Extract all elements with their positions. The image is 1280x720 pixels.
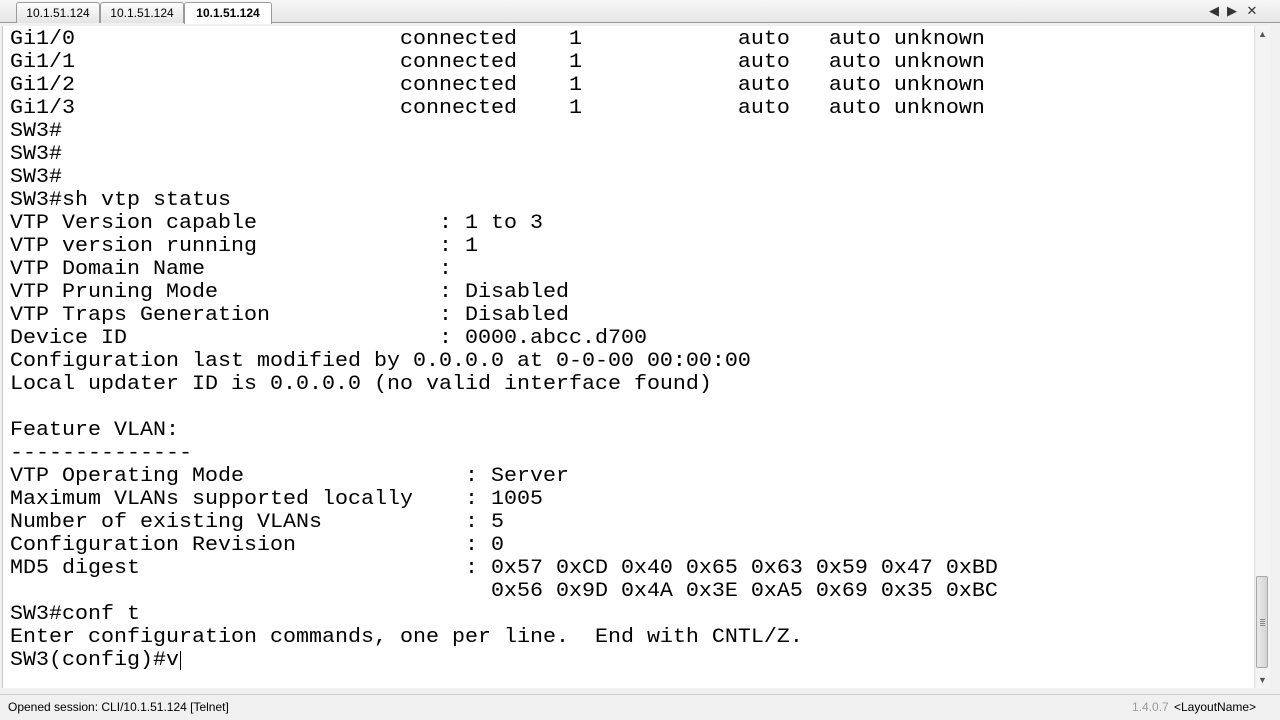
status-bar: Opened session: CLI/10.1.51.124 [Telnet]…	[0, 694, 1280, 720]
scroll-tabs-right-icon[interactable]: ▶	[1227, 3, 1237, 18]
terminal-line: 0x56 0x9D 0x4A 0x3E 0xA5 0x69 0x35 0xBC	[10, 580, 998, 603]
session-tab-2[interactable]: 10.1.51.124	[100, 2, 184, 23]
terminal-line: Gi1/1 connected 1 auto auto unknown	[10, 51, 985, 74]
terminal-line: Gi1/2 connected 1 auto auto unknown	[10, 74, 985, 97]
terminal-line: VTP Domain Name :	[10, 258, 452, 281]
terminal-line: Gi1/3 connected 1 auto auto unknown	[10, 97, 985, 120]
terminal-line: VTP Version capable : 1 to 3	[10, 212, 543, 235]
terminal-line: Enter configuration commands, one per li…	[10, 626, 803, 649]
vertical-scrollbar[interactable]: ▲ ▼	[1254, 26, 1270, 688]
terminal-line: Configuration last modified by 0.0.0.0 a…	[10, 350, 751, 373]
terminal-line: SW3(config)#v	[10, 649, 179, 672]
terminal-line: VTP Pruning Mode : Disabled	[10, 281, 569, 304]
terminal-line: SW3#	[10, 120, 63, 143]
scroll-tabs-left-icon[interactable]: ◀	[1209, 3, 1219, 18]
terminal-line: Gi1/0 connected 1 auto auto unknown	[10, 28, 985, 51]
scrollbar-thumb[interactable]	[1256, 576, 1268, 668]
terminal-line: Maximum VLANs supported locally : 1005	[10, 488, 543, 511]
terminal-line: SW3#sh vtp status	[10, 189, 231, 212]
session-tab-3[interactable]: 10.1.51.124	[184, 2, 272, 24]
terminal-line: Feature VLAN:	[10, 419, 179, 442]
layout-name-label[interactable]: <LayoutName>	[1174, 700, 1257, 714]
terminal-line: Device ID : 0000.abcc.d700	[10, 327, 647, 350]
text-cursor	[180, 651, 181, 670]
terminal-line: SW3#	[10, 143, 63, 166]
terminal-line: VTP Operating Mode : Server	[10, 465, 569, 488]
tab-bar: 10.1.51.124 10.1.51.124 10.1.51.124 ◀ ▶ …	[0, 0, 1280, 24]
scroll-down-icon[interactable]: ▼	[1258, 675, 1267, 685]
terminal-line: Configuration Revision : 0	[10, 534, 504, 557]
terminal-line: --------------	[10, 442, 192, 465]
session-tab-1[interactable]: 10.1.51.124	[16, 2, 100, 23]
terminal-line: SW3#conf t	[10, 603, 140, 626]
terminal-line: VTP Traps Generation : Disabled	[10, 304, 569, 327]
close-tab-icon[interactable]: ✕	[1246, 3, 1258, 18]
version-label: 1.4.0.7	[1132, 700, 1169, 714]
terminal-line: MD5 digest : 0x57 0xCD 0x40 0x65 0x63 0x…	[10, 557, 998, 580]
terminal-line: Local updater ID is 0.0.0.0 (no valid in…	[10, 373, 712, 396]
terminal-line: VTP version running : 1	[10, 235, 478, 258]
session-status-text: Opened session: CLI/10.1.51.124 [Telnet]	[8, 700, 229, 714]
terminal-line: SW3#	[10, 166, 63, 189]
scroll-up-icon[interactable]: ▲	[1258, 29, 1267, 39]
terminal-line: Number of existing VLANs : 5	[10, 511, 504, 534]
